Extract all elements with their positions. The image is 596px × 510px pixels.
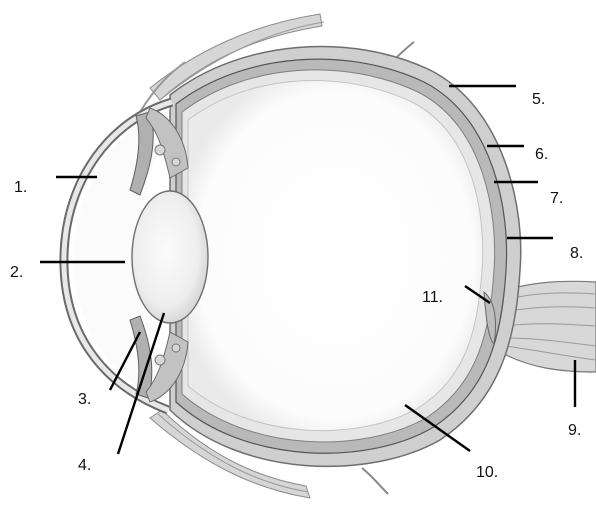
label-11: 11. (422, 289, 443, 306)
label-7: 7. (550, 190, 563, 207)
label-9: 9. (568, 422, 581, 439)
vitreous-body (188, 81, 483, 431)
label-6: 6. (535, 146, 548, 163)
label-5: 5. (532, 91, 545, 108)
label-8: 8. (570, 245, 583, 262)
label-4: 4. (78, 457, 91, 474)
label-10: 10. (476, 464, 498, 481)
label-3: 3. (78, 391, 91, 408)
eyeball-wall (170, 47, 521, 467)
label-1: 1. (14, 179, 27, 196)
label-2: 2. (10, 264, 23, 281)
lens (132, 191, 208, 323)
